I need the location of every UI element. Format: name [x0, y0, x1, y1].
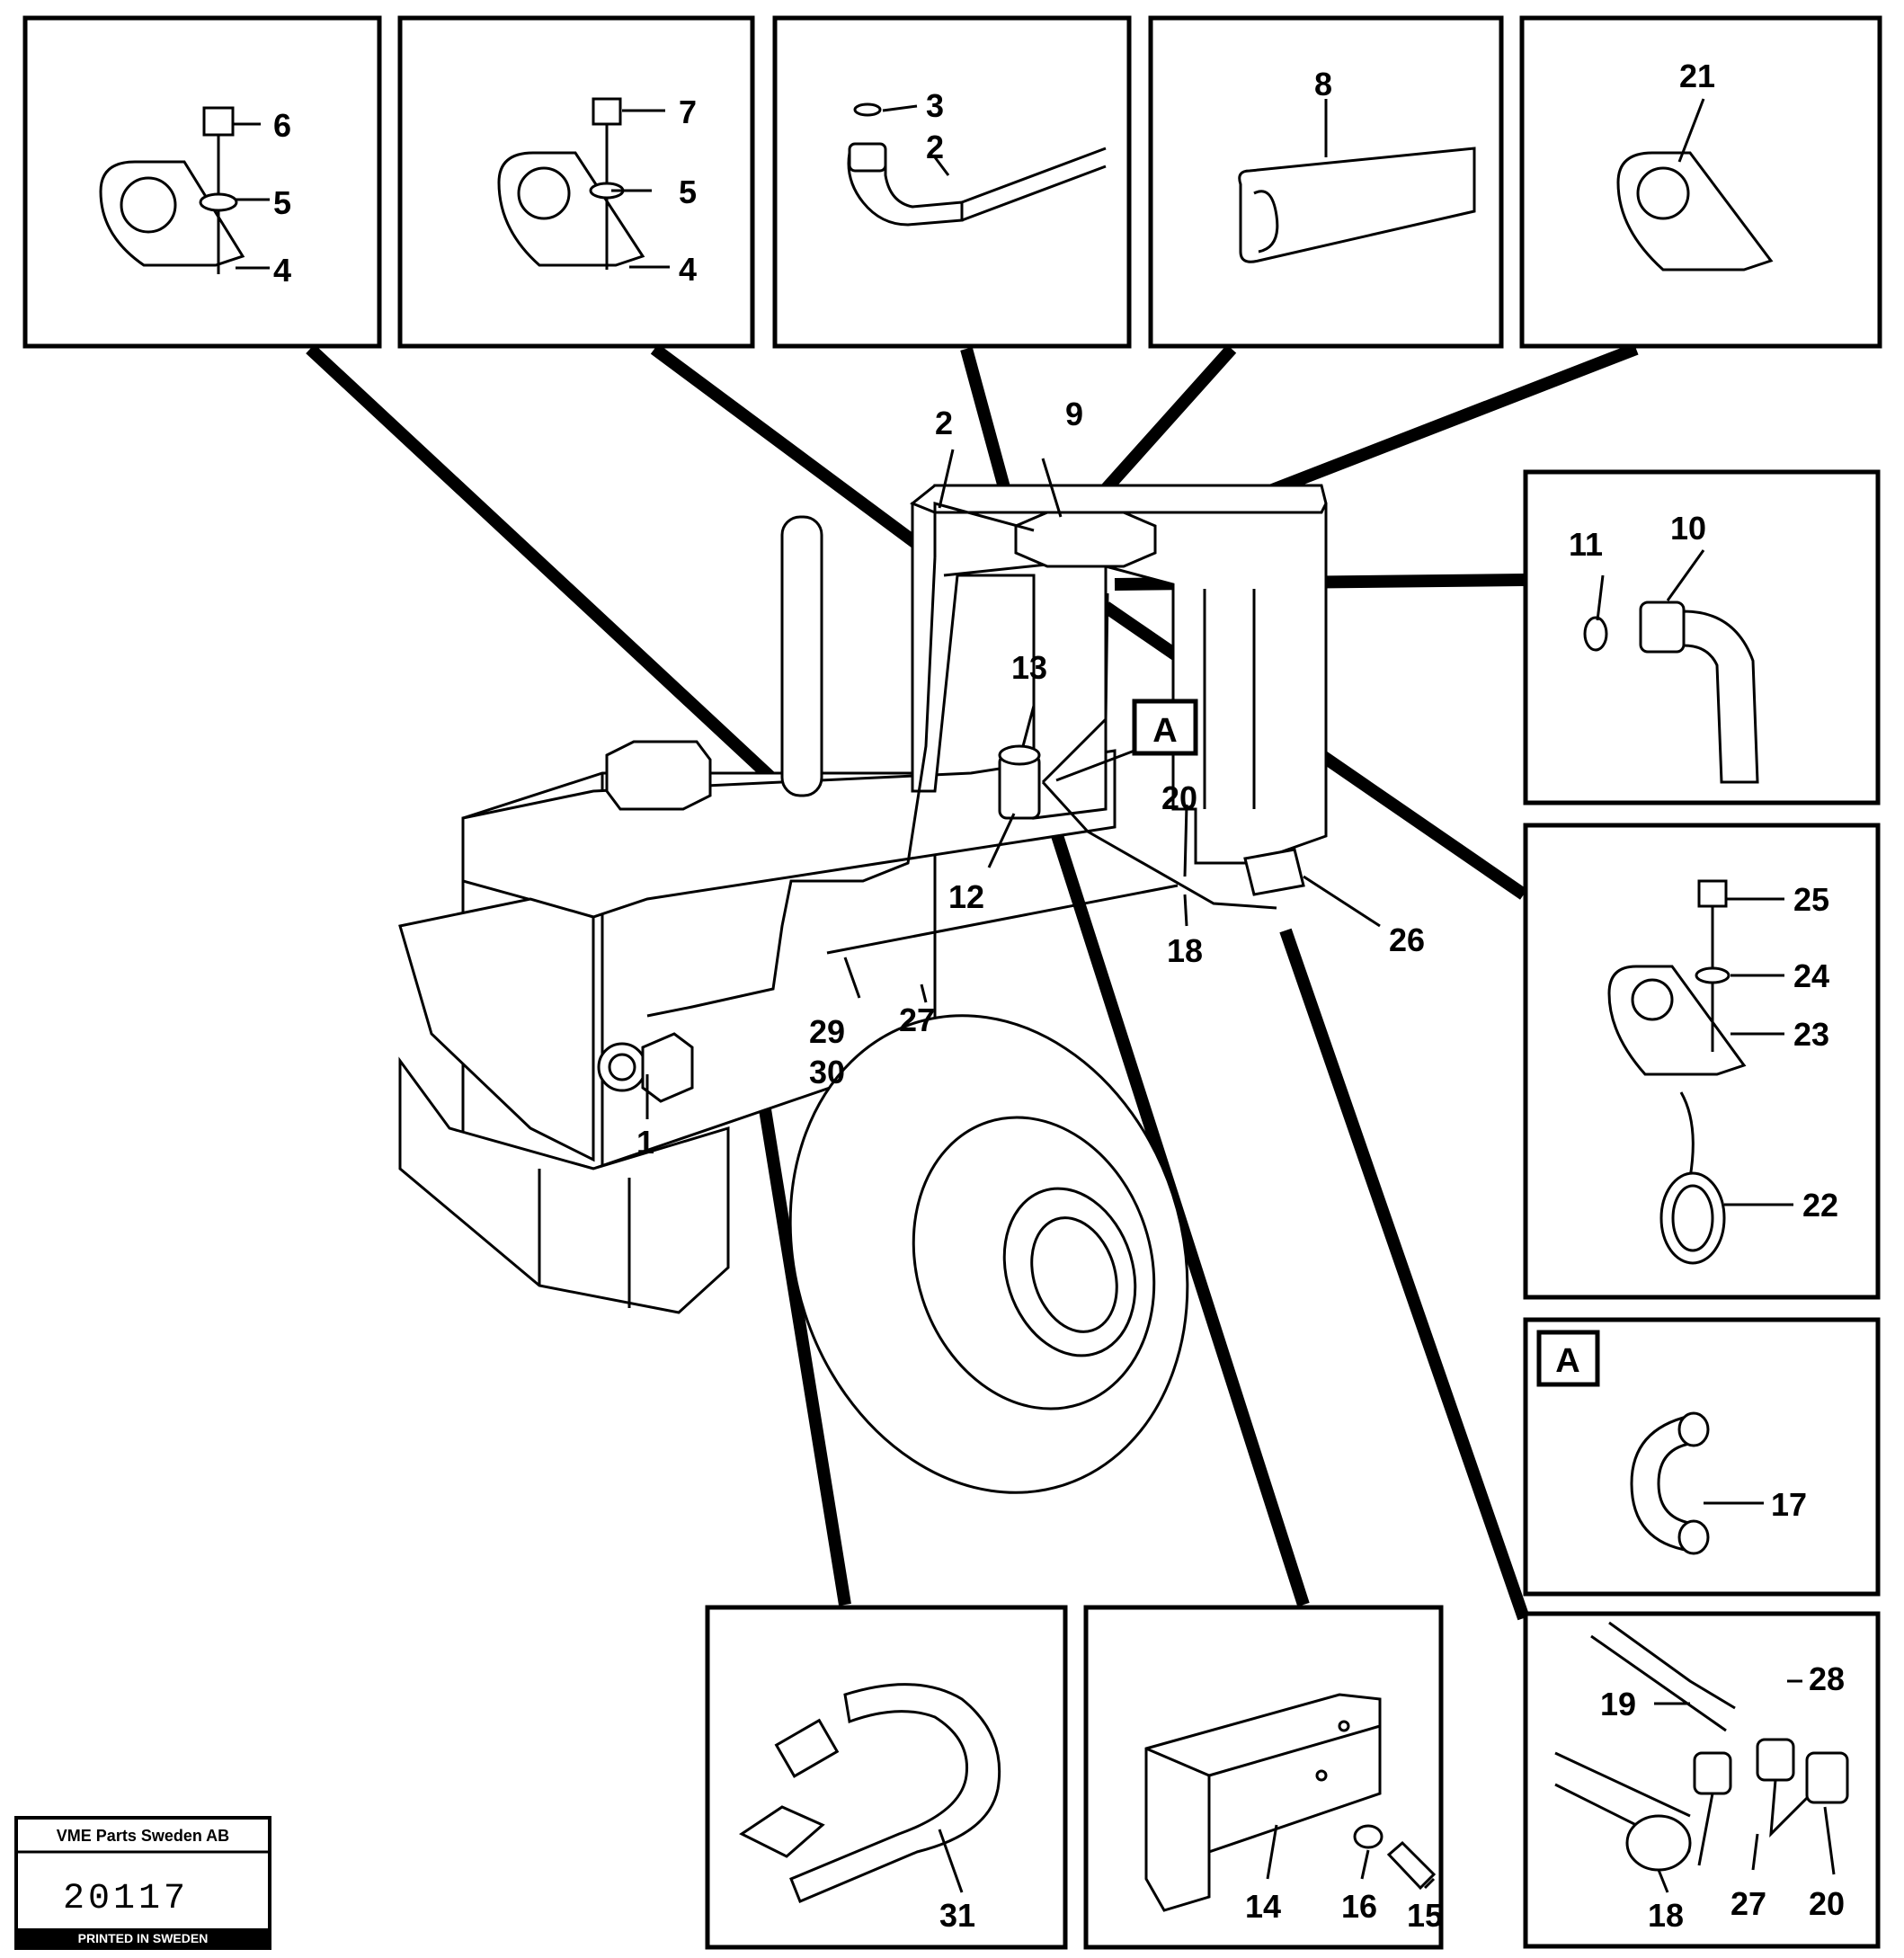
callout-5: 5 — [273, 184, 291, 221]
callout-13: 13 — [1011, 649, 1047, 686]
callout-11: 11 — [1569, 526, 1603, 563]
detail-box-fittings-19 — [1523, 1611, 1881, 1949]
callout-12: 12 — [948, 878, 984, 915]
callout-18b: 18 — [1648, 1897, 1684, 1934]
callout-7: 7 — [679, 93, 697, 130]
callout-4: 4 — [273, 252, 291, 289]
callout-14: 14 — [1245, 1888, 1281, 1925]
callout-6: 6 — [273, 107, 291, 144]
stamp-printed: PRINTED IN SWEDEN — [78, 1931, 209, 1945]
callout-27b: 27 — [1731, 1885, 1766, 1922]
callout-21: 21 — [1679, 58, 1715, 94]
stamp-block: VME Parts Sweden AB 20117 PRINTED IN SWE… — [14, 1816, 271, 1950]
callout-16: 16 — [1341, 1888, 1377, 1925]
detail-box-strap-31 — [705, 1605, 1068, 1950]
detail-box-hose-end-10 — [1523, 469, 1881, 805]
detail-box-strip-8 — [1148, 15, 1504, 349]
stamp-company: VME Parts Sweden AB — [57, 1827, 229, 1845]
callout-28: 28 — [1809, 1660, 1845, 1697]
callout-1: 1 — [636, 1124, 654, 1161]
callout-18: 18 — [1167, 932, 1203, 969]
machine-illustration — [398, 484, 1328, 1314]
callout-19: 19 — [1600, 1686, 1636, 1722]
detail-box-a-badge — [1536, 1330, 1600, 1387]
callout-17: 17 — [1771, 1486, 1807, 1523]
callout-3: 3 — [926, 87, 944, 124]
callout-2-main: 2 — [935, 405, 953, 441]
detail-box-hose-end-3 — [772, 15, 1132, 349]
callout-20: 20 — [1161, 779, 1197, 816]
callout-25: 25 — [1793, 881, 1829, 918]
callout-15: 15 — [1407, 1897, 1443, 1934]
callout-23: 23 — [1793, 1016, 1829, 1053]
callout-26: 26 — [1389, 921, 1425, 958]
callout-2: 2 — [926, 129, 944, 165]
detail-box-a-label: A — [1555, 1342, 1579, 1380]
callout-24: 24 — [1793, 957, 1829, 994]
detail-box-clamp-25 — [1523, 823, 1881, 1300]
stamp-number: 20117 — [63, 1879, 189, 1919]
detail-a-marker-label: A — [1152, 712, 1177, 750]
callout-20b: 20 — [1809, 1885, 1845, 1922]
callout-30: 30 — [809, 1054, 845, 1090]
callout-27: 27 — [899, 1001, 935, 1038]
callout-10: 10 — [1670, 510, 1706, 547]
tyre-illustration — [788, 1014, 1189, 1494]
callout-22: 22 — [1802, 1187, 1838, 1224]
callout-31: 31 — [939, 1897, 975, 1934]
detail-box-clamp-7 — [397, 15, 755, 349]
detail-box-clamp-21 — [1519, 15, 1882, 349]
callout-9: 9 — [1065, 396, 1083, 432]
callout-5b: 5 — [679, 174, 697, 210]
callout-29: 29 — [809, 1013, 845, 1050]
callout-numbers: 6 5 4 7 5 4 3 2 8 21 2 9 11 10 13 12 20 … — [273, 58, 1845, 1934]
callout-4b: 4 — [679, 251, 697, 288]
detail-box-a-17: A — [1523, 1317, 1881, 1597]
detail-a-marker: A — [1055, 699, 1198, 782]
detail-box-clamp-6 — [22, 15, 382, 349]
detail-box-bracket-14 — [1083, 1605, 1444, 1950]
callout-leaders — [232, 98, 1836, 1893]
callout-8: 8 — [1314, 66, 1332, 102]
